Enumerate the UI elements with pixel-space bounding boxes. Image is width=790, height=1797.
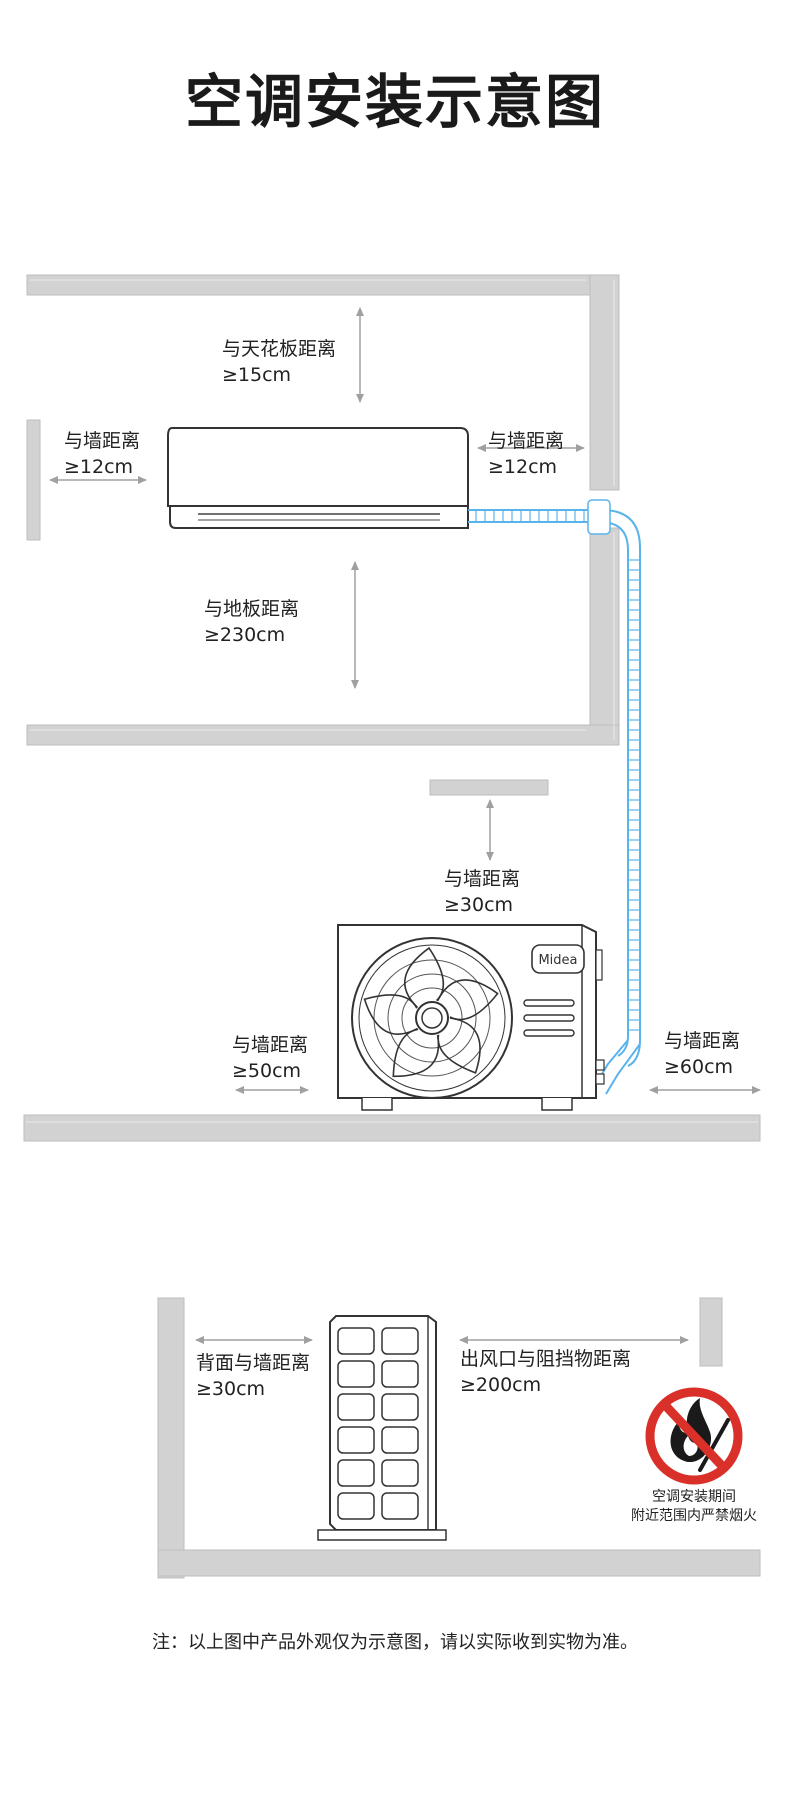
- brand-badge: [531, 944, 585, 974]
- footnote: 注：以上图中产品外观仅为示意图，请以实际收到实物为准。: [152, 1632, 638, 1653]
- upper-wall-stub: [429, 779, 549, 796]
- grille-cell: [381, 1426, 419, 1454]
- outdoor-left-clearance-title: 与墙距离: [232, 1034, 309, 1056]
- clearance-arrows: [49, 307, 761, 1344]
- brand-logo: Midea: [538, 953, 577, 968]
- grille-cell: [381, 1393, 419, 1421]
- no-fire-warning: 空调安装期间 附近范围内严禁烟火: [612, 1488, 776, 1526]
- outdoor-unit: Midea: [337, 924, 605, 1111]
- back-clearance-value: ≥30cm: [196, 1378, 266, 1400]
- outdoor-top-clearance-title: 与墙距离: [444, 868, 521, 890]
- outlet-clearance-title: 出风口与阻挡物距离: [460, 1348, 632, 1370]
- grille-cell: [381, 1327, 419, 1355]
- grille-cell: [337, 1393, 375, 1421]
- right-wall-upper: [589, 274, 620, 491]
- outlet-clearance-value: ≥200cm: [460, 1374, 542, 1396]
- right-wall-lower: [589, 527, 620, 744]
- floor-clearance-title: 与地板距离: [204, 598, 300, 620]
- side-view-walls: [157, 1297, 761, 1579]
- grille-cell: [337, 1426, 375, 1454]
- grille-cell: [381, 1360, 419, 1388]
- fan-blade: [392, 1028, 440, 1078]
- no-fire-warning-line2: 附近范围内严禁烟火: [631, 1508, 757, 1524]
- back-clearance-label: 背面与墙距离 ≥30cm: [196, 1350, 310, 1402]
- outdoor-unit-side: [317, 1315, 447, 1541]
- floor-clearance-value: ≥230cm: [204, 624, 286, 646]
- grille-cell: [337, 1459, 375, 1487]
- back-clearance-title: 背面与墙距离: [196, 1352, 311, 1374]
- outdoor-right-clearance-title: 与墙距离: [664, 1030, 741, 1052]
- left-wall-stub: [26, 419, 41, 541]
- fan-blade: [436, 979, 499, 1021]
- ceiling-clearance-title: 与天花板距离: [222, 338, 337, 360]
- ceiling-clearance-value: ≥15cm: [222, 364, 292, 386]
- outdoor-right-clearance-value: ≥60cm: [664, 1056, 734, 1078]
- ceiling-wall: [26, 274, 620, 296]
- fan-blade: [403, 946, 445, 1008]
- page-title: 空调安装示意图: [184, 68, 605, 136]
- pipe-ribs: [475, 510, 640, 1031]
- grille-cell: [381, 1459, 419, 1487]
- fan-blade: [437, 1017, 481, 1074]
- outlet-clearance-label: 出风口与阻挡物距离 ≥200cm: [460, 1346, 631, 1398]
- indoor-unit: [167, 427, 469, 529]
- no-fire-warning-line1: 空调安装期间: [652, 1489, 736, 1505]
- grille-cell: [381, 1492, 419, 1520]
- indoor-right-clearance-title: 与墙距离: [488, 430, 565, 452]
- fan-blade: [363, 994, 418, 1035]
- ceiling-clearance-label: 与天花板距离 ≥15cm: [222, 336, 336, 388]
- grille-cell: [337, 1492, 375, 1520]
- outdoor-top-clearance-value: ≥30cm: [444, 894, 514, 916]
- indoor-left-clearance-value: ≥12cm: [64, 456, 134, 478]
- indoor-right-clearance-value: ≥12cm: [488, 456, 558, 478]
- indoor-right-clearance-label: 与墙距离 ≥12cm: [488, 428, 564, 480]
- outdoor-left-clearance-label: 与墙距离 ≥50cm: [232, 1032, 308, 1084]
- outdoor-top-clearance-label: 与墙距离 ≥30cm: [444, 866, 520, 918]
- grille-cell: [337, 1360, 375, 1388]
- wall-sleeve: [587, 499, 611, 535]
- indoor-left-clearance-title: 与墙距离: [64, 430, 141, 452]
- grille-cell: [337, 1327, 375, 1355]
- no-fire-icon: [645, 1387, 743, 1485]
- outdoor-right-clearance-label: 与墙距离 ≥60cm: [664, 1028, 740, 1080]
- floor-clearance-label: 与地板距离 ≥230cm: [204, 596, 299, 648]
- floor-wall: [26, 724, 620, 746]
- outdoor-floor: [23, 1114, 761, 1142]
- indoor-left-clearance-label: 与墙距离 ≥12cm: [64, 428, 140, 480]
- outdoor-left-clearance-value: ≥50cm: [232, 1060, 302, 1082]
